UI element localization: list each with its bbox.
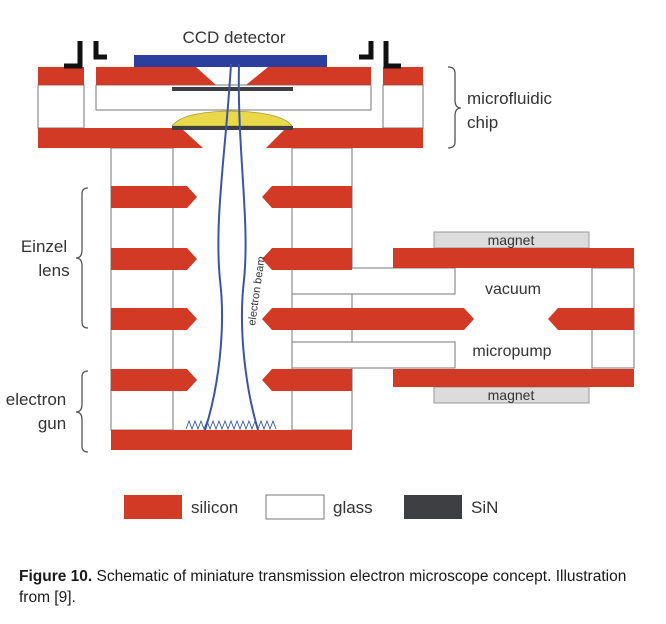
vacuum-glass bbox=[291, 267, 456, 295]
einzel-electrode-3-left bbox=[111, 308, 197, 330]
legend-label-sin: SiN bbox=[471, 498, 498, 517]
ccd-detector-label: CCD detector bbox=[183, 28, 286, 47]
figure-caption-prefix: Figure 10. bbox=[19, 568, 93, 585]
micropump-label: micropump bbox=[472, 343, 551, 360]
ccd-detector bbox=[134, 55, 327, 67]
chip-top-left-silicon bbox=[38, 67, 84, 85]
sin-window-bottom bbox=[172, 126, 293, 130]
magnet-bottom-label: magnet bbox=[488, 387, 535, 403]
chip-clips bbox=[64, 41, 401, 69]
micropump-glass bbox=[291, 341, 456, 369]
chip-top-silicon-right bbox=[246, 67, 371, 85]
gun-electrode-left bbox=[111, 369, 197, 391]
einzel-electrode-2-right bbox=[262, 248, 352, 270]
chip-top-silicon-left bbox=[96, 67, 216, 85]
clip-right-outer bbox=[383, 41, 401, 69]
legend: silicon glass SiN bbox=[124, 494, 498, 520]
side-electrode-right bbox=[548, 308, 634, 330]
chip-brace bbox=[447, 66, 462, 149]
tem-schematic: electron beam CCD detector microfluidic … bbox=[6, 28, 635, 520]
einzel-lens-label-line2: lens bbox=[38, 261, 69, 280]
legend-swatch-silicon bbox=[124, 495, 182, 519]
einzel-electrode-2-left bbox=[111, 248, 197, 270]
legend-swatch-glass bbox=[265, 494, 325, 520]
clip-right-inner bbox=[359, 41, 374, 60]
einzel-electrode-3-right bbox=[262, 308, 474, 330]
electron-gun-label-line2: gun bbox=[38, 414, 66, 433]
chip-glass-right bbox=[382, 84, 424, 129]
sin-window-top bbox=[172, 87, 293, 91]
microfluidic-chip-label-line1: microfluidic bbox=[467, 89, 553, 108]
figure-caption-text: Schematic of miniature transmission elec… bbox=[19, 568, 627, 606]
vacuum-top-silicon bbox=[393, 248, 634, 268]
electron-gun-label-line1: electron bbox=[6, 390, 66, 409]
legend-swatch-sin bbox=[404, 495, 462, 519]
legend-label-silicon: silicon bbox=[191, 498, 238, 517]
magnet-top-label: magnet bbox=[488, 232, 535, 248]
vacuum-label: vacuum bbox=[485, 281, 541, 298]
figure-caption: Figure 10. Schematic of miniature transm… bbox=[19, 566, 659, 608]
electron-emitter bbox=[185, 419, 277, 431]
clip-left-inner bbox=[93, 41, 107, 60]
silicon-parts bbox=[38, 67, 634, 450]
electron-beam bbox=[204, 63, 259, 431]
einzel-lens-label-line1: Einzel bbox=[21, 237, 67, 256]
liquid-sample bbox=[171, 110, 293, 127]
microfluidic-chip-label-line2: chip bbox=[467, 113, 498, 132]
beam-path-left bbox=[204, 63, 232, 431]
magnets bbox=[433, 231, 590, 404]
chip-top-right-silicon bbox=[383, 67, 423, 85]
gun-electrode-right bbox=[262, 369, 352, 391]
gun-brace bbox=[75, 370, 89, 453]
gun-base-silicon bbox=[111, 430, 352, 450]
micropump-bottom-silicon bbox=[393, 369, 634, 387]
clip-left-outer bbox=[64, 41, 83, 69]
chip-bottom-silicon-left bbox=[38, 128, 203, 148]
einzel-brace bbox=[75, 187, 89, 329]
braces bbox=[75, 66, 462, 453]
einzel-electrode-1-right bbox=[262, 186, 352, 208]
einzel-electrode-1-left bbox=[111, 186, 197, 208]
chip-bottom-silicon-right bbox=[266, 128, 423, 148]
beam-path-right bbox=[237, 63, 259, 431]
beam-label: electron beam bbox=[246, 256, 268, 327]
legend-label-glass: glass bbox=[333, 498, 373, 517]
chip-glass-left bbox=[37, 84, 85, 129]
